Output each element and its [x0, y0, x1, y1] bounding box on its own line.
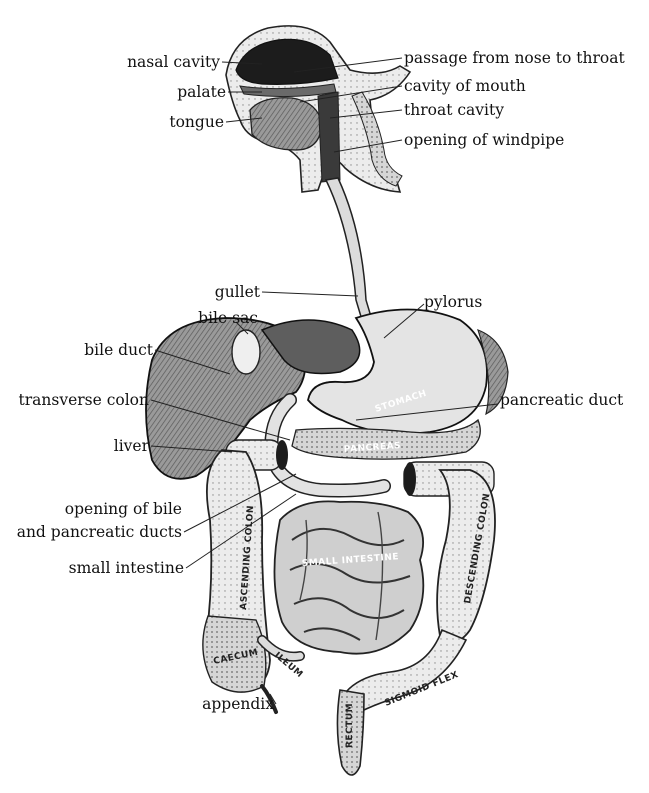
label-pancreatic-duct: pancreatic duct [500, 391, 623, 409]
label-palate: palate [110, 83, 226, 101]
label-appendix: appendix [150, 695, 274, 713]
label-opening-line1: opening of bile [4, 500, 182, 518]
label-cavity-of-mouth: cavity of mouth [404, 77, 526, 95]
label-bile-duct: bile duct [44, 341, 153, 359]
label-transverse-colon: transverse colon [4, 391, 149, 409]
head-section [226, 26, 410, 192]
label-passage-nose-throat: passage from nose to throat [404, 49, 625, 67]
label-opening-line2: and pancreatic ducts [0, 523, 182, 541]
label-throat-cavity: throat cavity [404, 101, 504, 119]
label-bile-sac: bile sac [150, 309, 258, 327]
label-nasal-cavity: nasal cavity [110, 53, 220, 71]
throat-cavity-shape [318, 92, 340, 182]
label-pylorus: pylorus [424, 293, 482, 311]
label-opening-of-windpipe: opening of windpipe [404, 131, 564, 149]
label-liver: liver [44, 437, 149, 455]
rectum-text: RECTUM [345, 703, 355, 748]
tongue-shape [250, 98, 322, 150]
gullet-shape [326, 178, 372, 320]
label-gullet: gullet [150, 283, 260, 301]
label-small-intestine: small intestine [4, 559, 184, 577]
small-intestine-shape [274, 501, 423, 653]
label-tongue: tongue [110, 113, 224, 131]
bile-sac-shape [232, 330, 260, 374]
